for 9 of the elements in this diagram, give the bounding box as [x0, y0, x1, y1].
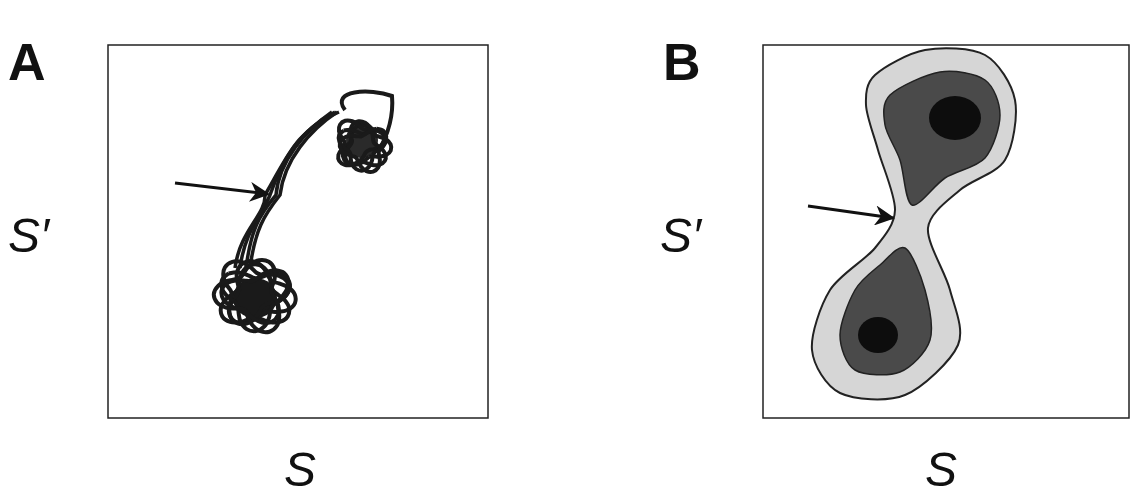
axis-label: S	[284, 446, 316, 494]
contour-map-drawing	[808, 45, 1020, 403]
arrow	[174, 181, 270, 202]
panel-label: B	[663, 36, 701, 88]
panel-label: A	[8, 36, 46, 88]
axis-label: S	[925, 446, 957, 494]
axis-label: S′	[8, 212, 49, 260]
axis-label: S′	[660, 212, 701, 260]
arrow	[807, 204, 895, 226]
